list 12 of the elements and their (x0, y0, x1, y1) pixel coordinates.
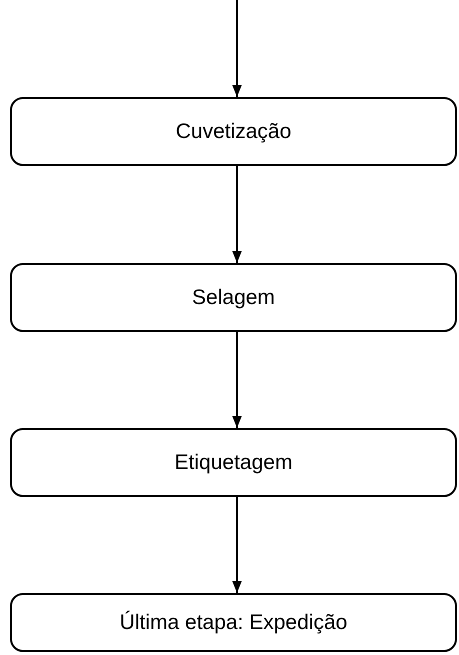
step-label: Cuvetização (176, 120, 292, 144)
step-label: Etiquetagem (174, 450, 292, 474)
arrow (232, 332, 242, 428)
process-box (10, 263, 457, 332)
process-box (10, 97, 457, 166)
arrow (232, 497, 242, 593)
process-box (10, 428, 457, 497)
arrow (232, 0, 242, 97)
arrow (232, 166, 242, 263)
process-box (10, 593, 457, 652)
step-label: Selagem (192, 286, 275, 310)
step-label: Última etapa: Expedição (120, 610, 348, 634)
